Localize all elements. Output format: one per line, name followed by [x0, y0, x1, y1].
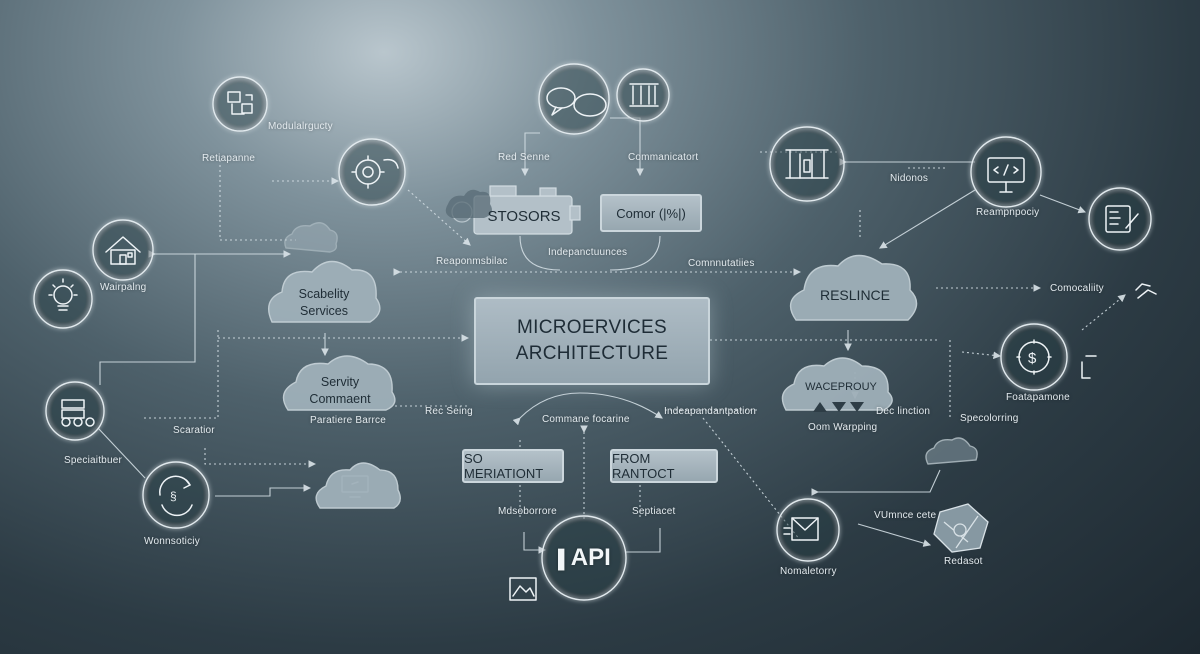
label-command-locarine: Commane focarine	[542, 414, 630, 425]
label-independication: Indeapandantpation	[664, 406, 757, 417]
network-gear-icon	[933, 503, 989, 553]
node-dollar	[1000, 323, 1068, 391]
node-columns	[769, 126, 845, 202]
label-red-sense: Red Senne	[498, 152, 550, 163]
label-vumnce-cete: VUmnce cete	[874, 510, 937, 521]
label-specializing: Specolorring	[960, 413, 1019, 424]
label-wairpalng: Wairpalng	[100, 282, 147, 293]
cloud-resilience-text: RESLINCE	[819, 286, 891, 303]
node-bulb-gear	[33, 269, 93, 329]
label-nonnaletorry: Nomaletorry	[780, 566, 837, 577]
node-database	[616, 68, 670, 122]
label-sepaiacet: Septiacet	[632, 506, 676, 517]
cloud-small-right	[925, 437, 978, 465]
columns-icon	[785, 149, 829, 179]
cloud-security	[282, 355, 396, 411]
so-mediation-box: SO MERIATIONT	[462, 449, 564, 483]
node-api	[541, 515, 627, 601]
microservices-architecture-box: MICROERVICES ARCHITECTURE	[474, 297, 710, 385]
label-redasot: Redasot	[944, 556, 983, 567]
label-independence: Indepanctuunces	[548, 247, 628, 258]
node-refresh	[142, 461, 210, 529]
center-title-line2: ARCHITECTURE	[515, 343, 669, 364]
node-chat	[538, 63, 610, 135]
mail-document-icon	[783, 517, 819, 541]
center-title-line1: MICROERVICES	[517, 317, 667, 338]
node-document-edit	[1088, 187, 1152, 251]
label-reliability: Retiapanne	[202, 153, 256, 164]
cloud-small-gear	[284, 222, 338, 253]
gear-bulb-icon	[351, 155, 399, 189]
refresh-cycle-icon: §	[159, 475, 193, 517]
node-server	[45, 381, 105, 441]
label-nidonos: Nidonos	[890, 173, 929, 184]
node-gear-bulb	[338, 138, 406, 206]
dollar-gear-icon: $	[1016, 339, 1052, 375]
label-foatapamone: Foatapamone	[1006, 392, 1070, 403]
label-oom-warping: Oom Warpping	[808, 422, 878, 433]
label-wonmaticiny: Wonnsoticiy	[144, 536, 200, 547]
label-specializtor: Speciaitbuer	[64, 455, 122, 466]
cloud-resilience	[789, 254, 918, 321]
cloud-waceprouy-text: WACEPROUY	[805, 380, 877, 393]
api-label: ▌API	[558, 544, 611, 571]
label-rec-seing: Rec Seing	[425, 406, 473, 417]
label-commutations: Comnnutatiies	[688, 258, 755, 269]
cloud-scalability-text: Scabelity Services	[298, 287, 350, 318]
workflow-icon	[227, 91, 253, 115]
label-responseloc: Reaponmsbilac	[436, 256, 508, 267]
database-icon	[629, 83, 659, 107]
label-mdeiborore: Mdsoborrore	[498, 506, 557, 517]
label-comocality: Comocaliity	[1050, 283, 1104, 294]
chat-bubbles-icon	[546, 87, 607, 117]
code-monitor-icon	[987, 157, 1025, 193]
from-rantoct-box: FROM RANTOCT	[610, 449, 718, 483]
document-edit-icon	[1105, 205, 1139, 233]
stosors-box: STOSORS	[487, 207, 561, 225]
label-modularity: Modulalrgucty	[268, 121, 333, 132]
node-mail	[776, 498, 840, 562]
bulb-gear-icon	[48, 278, 78, 311]
cloud-waceprouy	[781, 357, 893, 411]
label-dec-inichion: Dec linction	[876, 406, 931, 417]
node-workflow	[212, 76, 268, 132]
api-icon: ▌	[558, 549, 571, 569]
puzzle-icon	[445, 189, 492, 218]
label-scaratior: Scaratior	[173, 425, 215, 436]
svg-text:§: §	[170, 489, 177, 503]
image-icon	[509, 577, 537, 601]
server-stack-icon	[61, 399, 95, 427]
cloud-monitor	[315, 462, 401, 509]
label-parotie-barree: Paratiere Barrce	[310, 415, 387, 426]
label-communicator: Commanicatort	[628, 152, 699, 163]
comor-box: Comor (|%|)	[600, 194, 702, 232]
connector-icon	[1081, 283, 1157, 379]
cloud-scalability	[268, 260, 381, 323]
home-icon	[105, 236, 141, 265]
label-repository: Reampnpociy	[976, 207, 1040, 218]
cloud-security-text: Servity Commaent	[309, 375, 371, 406]
svg-text:$: $	[1028, 350, 1037, 367]
